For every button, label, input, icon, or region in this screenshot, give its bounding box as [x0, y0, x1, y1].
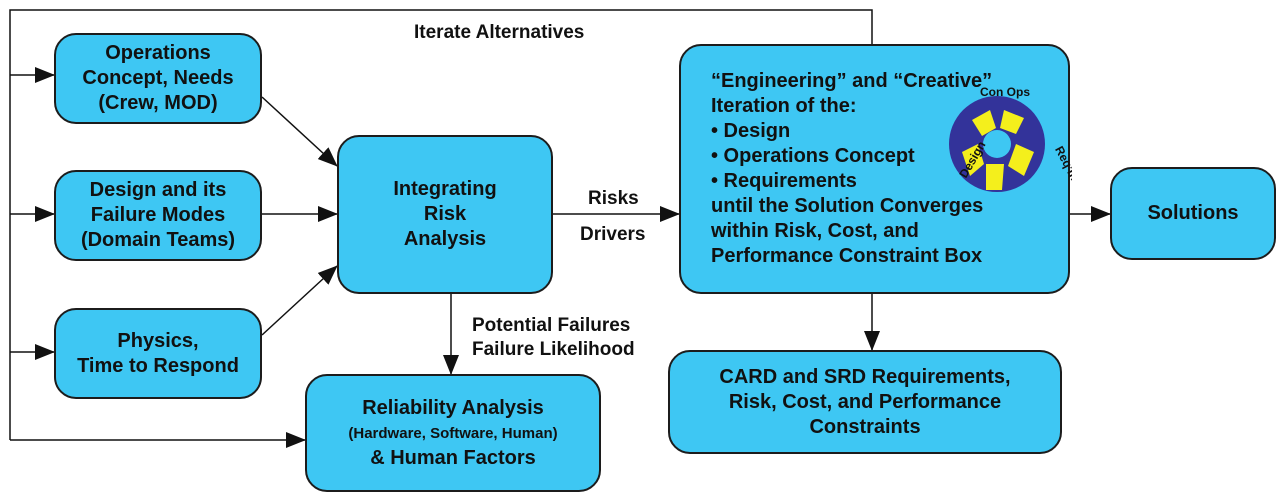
arrow-ops-to-ira: [261, 96, 338, 167]
eng-line-1: “Engineering” and “Creative”: [711, 70, 993, 92]
drivers-label: Drivers: [580, 224, 646, 245]
emblem-conops-text: Con Ops: [980, 85, 1030, 99]
reliability-analysis-box: Reliability Analysis (Hardware, Software…: [305, 374, 601, 492]
design-line-2: Failure Modes: [90, 204, 226, 226]
iterate-alternatives-label: Iterate Alternatives: [414, 22, 585, 43]
engineering-iteration-box: “Engineering” and “Creative” Iteration o…: [679, 44, 1070, 294]
design-line-3: (Domain Teams): [80, 229, 236, 251]
physics-line-2: Time to Respond: [77, 354, 239, 377]
integrating-risk-analysis-box: Integrating Risk Analysis: [337, 135, 553, 294]
emblem-reqmts-text: Req’mts: [1052, 144, 1072, 193]
ops-line-3: (Crew, MOD): [98, 92, 218, 114]
eng-line-2: Iteration of the:: [711, 95, 857, 117]
operations-concept-box: Operations Concept, Needs (Crew, MOD): [54, 33, 262, 124]
iterate-loop-line: [9, 9, 873, 440]
eng-line-3: • Design: [711, 120, 791, 142]
eng-line-6: until the Solution Converges: [711, 195, 984, 217]
risks-label: Risks: [588, 188, 639, 209]
physics-box: Physics, Time to Respond: [54, 308, 262, 399]
failure-likelihood-label: Failure Likelihood: [472, 339, 635, 360]
design-line-1: Design and its: [89, 179, 227, 201]
ira-line-2: Risk: [423, 203, 467, 225]
arrow-physics-to-ira: [261, 265, 338, 336]
potential-failures-label: Potential Failures: [472, 315, 631, 336]
rel-line-2: (Hardware, Software, Human): [348, 424, 558, 442]
solutions-label: Solutions: [1147, 202, 1239, 224]
card-line-1: CARD and SRD Requirements,: [719, 365, 1011, 388]
con-ops-design-reqmts-emblem: Con Ops Design Req’mts: [949, 85, 1072, 193]
eng-line-8: Performance Constraint Box: [711, 245, 983, 267]
design-failure-modes-box: Design and its Failure Modes (Domain Tea…: [54, 170, 262, 261]
ira-line-1: Integrating: [393, 178, 497, 200]
eng-line-5: • Requirements: [711, 170, 857, 192]
ops-line-2: Concept, Needs: [82, 67, 234, 89]
physics-line-1: Physics,: [117, 329, 199, 352]
rel-line-3: & Human Factors: [370, 446, 536, 469]
rel-line-1: Reliability Analysis: [362, 396, 544, 419]
ira-line-3: Analysis: [403, 228, 487, 250]
card-line-3: Constraints: [809, 415, 921, 438]
solutions-box: Solutions: [1110, 167, 1276, 260]
card-line-2: Risk, Cost, and Performance: [728, 390, 1002, 413]
eng-line-4: • Operations Concept: [711, 145, 915, 167]
eng-line-7: within Risk, Cost, and: [711, 220, 919, 242]
ops-line-1: Operations: [105, 42, 211, 64]
card-srd-requirements-box: CARD and SRD Requirements, Risk, Cost, a…: [668, 350, 1062, 454]
